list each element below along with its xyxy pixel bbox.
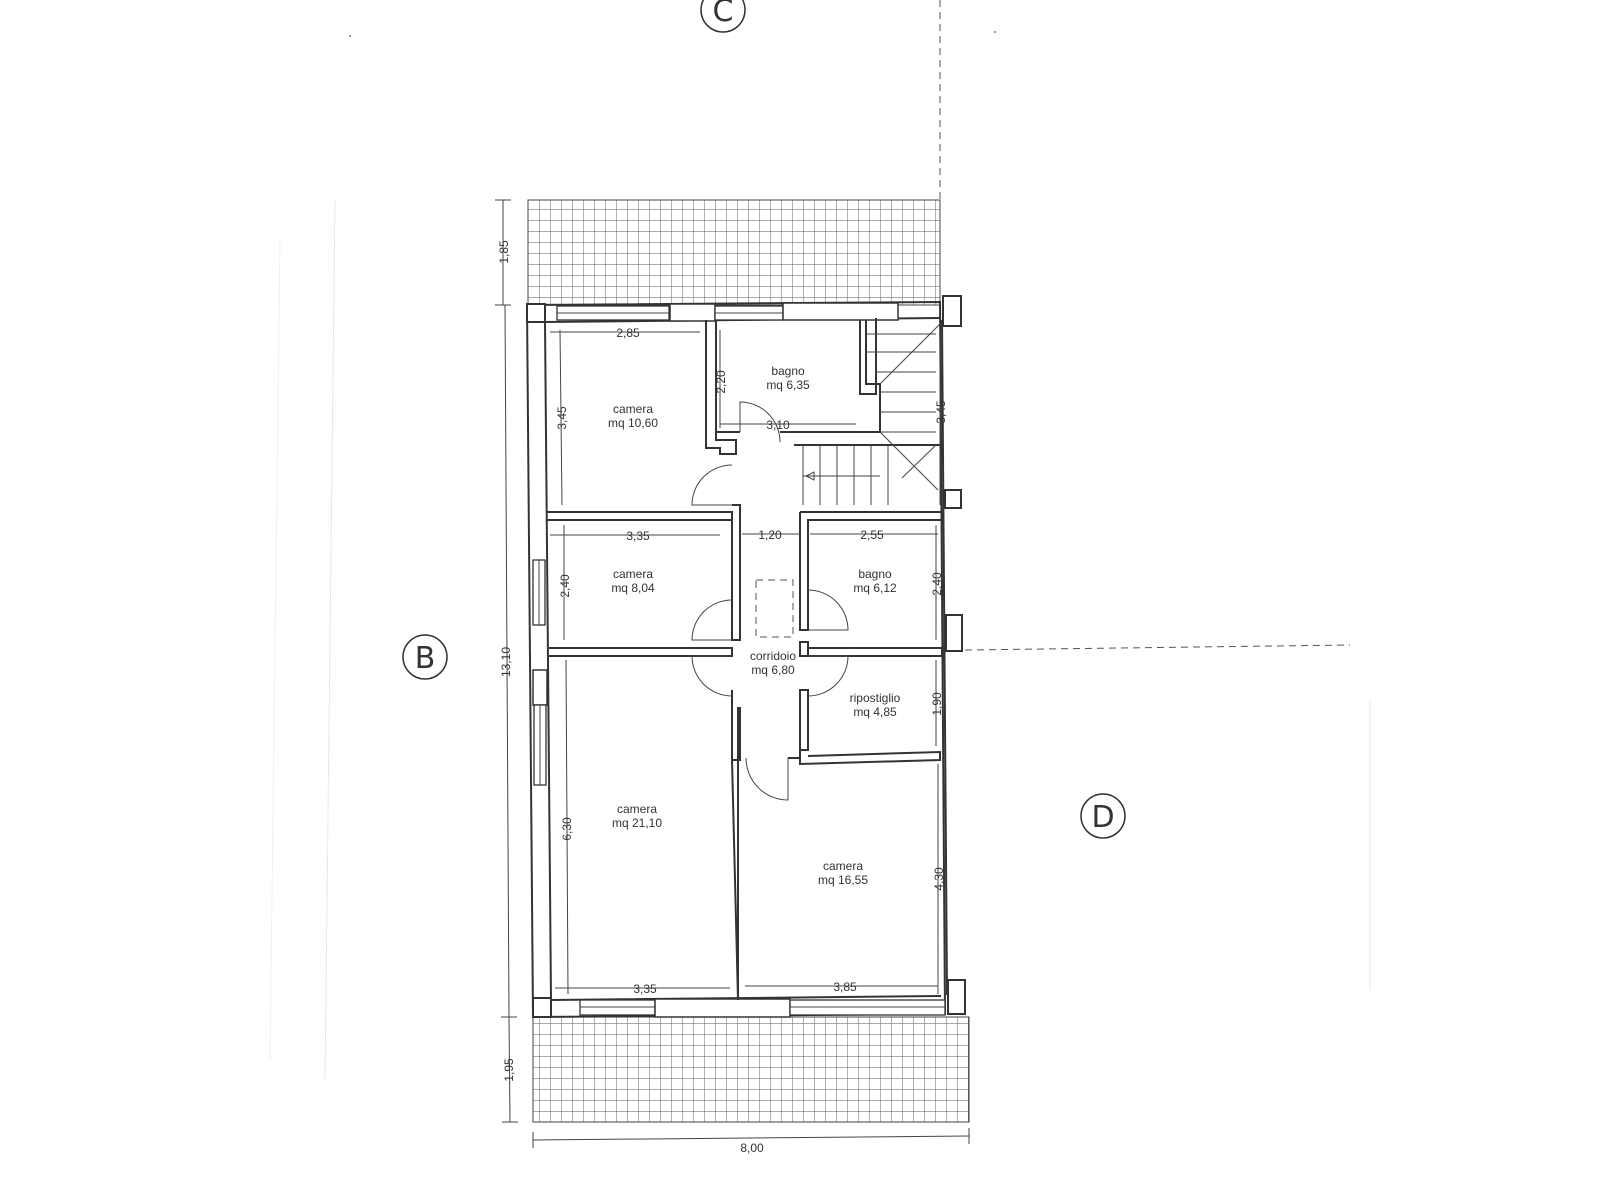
- axis-marker-b: B: [402, 634, 448, 680]
- dim-camera-bottom-left-width: 3,35: [633, 982, 657, 996]
- doors: [691, 401, 849, 801]
- room-camera-mid-left: camera mq 8,04: [611, 567, 655, 595]
- room-camera-top-left: camera mq 10,60: [608, 402, 658, 430]
- dim-bagno-top-width: 3,10: [766, 418, 790, 432]
- inner-dimensions: [550, 329, 941, 995]
- room-area: mq 6,35: [766, 378, 810, 392]
- room-area: mq 6,12: [853, 581, 897, 595]
- terrace-bottom: [532, 1016, 970, 1123]
- room-area: mq 8,04: [611, 581, 655, 595]
- dim-camera-top-left-height: 3,45: [555, 406, 569, 430]
- room-camera-bottom-left: camera mq 21,10: [612, 802, 662, 830]
- room-area: mq 10,60: [608, 416, 658, 430]
- dim-ripostiglio-height: 1,90: [930, 692, 944, 716]
- dimension-labels: 1,85 13,10 1,95 8,00 2,85 3,45 2,20 3,10…: [497, 240, 948, 1155]
- room-bagno-mid: bagno mq 6,12: [853, 567, 897, 595]
- room-camera-bottom-right: camera mq 16,55: [818, 859, 868, 887]
- room-name: camera: [613, 402, 653, 416]
- room-ripostiglio: ripostiglio mq 4,85: [850, 691, 901, 719]
- staircase: [802, 323, 941, 505]
- axis-marker-d-label: D: [1091, 800, 1114, 835]
- room-name: camera: [617, 802, 657, 816]
- axis-marker-d: D: [1080, 793, 1126, 839]
- axis-marker-c: C: [700, 0, 746, 33]
- axis-marker-b-label: B: [415, 641, 436, 676]
- dim-corridor-width: 1,20: [758, 528, 782, 542]
- dim-bagno-mid-width: 2,55: [860, 528, 884, 542]
- room-corridoio: corridoio mq 6,80: [750, 649, 796, 677]
- windows: [532, 302, 946, 1018]
- room-name: ripostiglio: [850, 691, 901, 705]
- dim-total-height: 13,10: [499, 647, 513, 677]
- dim-terrace-top: 1,85: [497, 240, 511, 264]
- dim-camera-mid-left-width: 3,35: [626, 529, 650, 543]
- dim-terrace-bottom: 1,95: [502, 1058, 516, 1082]
- axis-lines: [939, 0, 1351, 651]
- interior-walls: [547, 318, 943, 1001]
- room-name: bagno: [771, 364, 805, 378]
- dim-camera-mid-left-height: 2,40: [558, 574, 572, 598]
- room-area: mq 6,80: [751, 663, 795, 677]
- room-name: bagno: [858, 567, 892, 581]
- dim-camera-top-left-width: 2,85: [616, 326, 640, 340]
- exterior-walls: [525, 295, 966, 1019]
- axis-line-d: [964, 644, 1351, 651]
- room-bagno-top: bagno mq 6,35: [766, 364, 810, 392]
- dim-total-width: 8,00: [740, 1141, 764, 1155]
- outer-dimensions: [495, 199, 970, 1148]
- axis-marker-c-label: C: [713, 0, 734, 29]
- dim-bagno-top-height: 2,20: [714, 370, 728, 394]
- room-area: mq 16,55: [818, 873, 868, 887]
- scan-edges: [269, 31, 1371, 1081]
- room-name: camera: [613, 567, 653, 581]
- room-name: corridoio: [750, 649, 796, 663]
- dim-stair-height: 3,45: [934, 400, 948, 424]
- dim-bagno-mid-height: 2,40: [930, 572, 944, 596]
- room-area: mq 4,85: [853, 705, 897, 719]
- dim-camera-bottom-right-height: 4,30: [932, 867, 946, 891]
- room-name: camera: [823, 859, 863, 873]
- dim-camera-bottom-right-width: 3,85: [833, 980, 857, 994]
- room-area: mq 21,10: [612, 816, 662, 830]
- dim-camera-bottom-left-height: 6,30: [560, 817, 574, 841]
- terrace-top: [527, 199, 941, 306]
